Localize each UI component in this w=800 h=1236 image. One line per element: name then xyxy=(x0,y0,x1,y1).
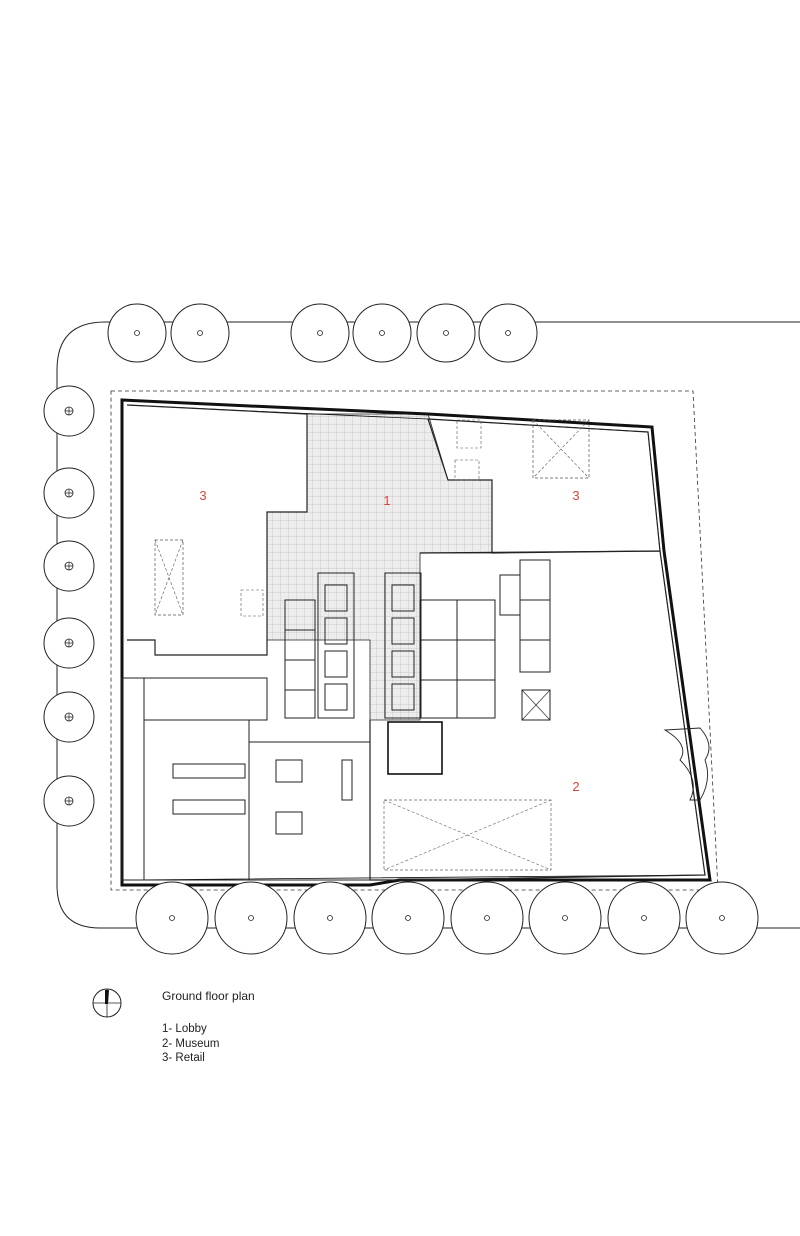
tree-icon xyxy=(371,881,445,955)
tree-icon xyxy=(43,691,95,743)
elevator-core xyxy=(284,572,422,719)
tree-icon xyxy=(43,540,95,592)
service-rooms xyxy=(121,677,371,881)
tree-icon xyxy=(170,303,230,363)
tree-icon xyxy=(607,881,681,955)
tree-icon xyxy=(450,881,524,955)
retail-west-room xyxy=(126,404,308,656)
room-number-lobby: 1 xyxy=(383,493,390,508)
tree-icon xyxy=(290,303,350,363)
lobby-floor xyxy=(266,413,493,721)
tree-icon xyxy=(214,881,288,955)
legend-title: Ground floor plan xyxy=(162,989,255,1003)
north-arrow-icon xyxy=(92,988,122,1018)
legend-item-museum: 2- Museum xyxy=(162,1037,220,1050)
tree-icon xyxy=(43,467,95,519)
tree-icon xyxy=(352,303,412,363)
tree-icon xyxy=(43,385,95,437)
plan-legend: Ground floor plan 1- Lobby 2- Museum 3- … xyxy=(162,989,255,1066)
retail-west-void xyxy=(154,539,184,616)
tree-icon xyxy=(107,303,167,363)
tree-icon xyxy=(293,881,367,955)
museum-curved-wall xyxy=(663,727,710,801)
tree-icon xyxy=(43,775,95,827)
tree-icon xyxy=(416,303,476,363)
tree-icon xyxy=(528,881,602,955)
tree-icon xyxy=(135,881,209,955)
room-number-museum: 2 xyxy=(572,779,579,794)
room-number-retail-east: 3 xyxy=(572,488,579,503)
legend-item-lobby: 1- Lobby xyxy=(162,1023,207,1035)
restroom-block xyxy=(419,559,551,721)
tree-icon xyxy=(43,617,95,669)
sidewalk-edge xyxy=(56,321,800,929)
room-number-retail-west: 3 xyxy=(199,488,206,503)
tree-icon xyxy=(685,881,759,955)
tree-icon xyxy=(478,303,538,363)
street-trees xyxy=(43,303,759,955)
legend-item-retail: 3- Retail xyxy=(162,1052,205,1064)
